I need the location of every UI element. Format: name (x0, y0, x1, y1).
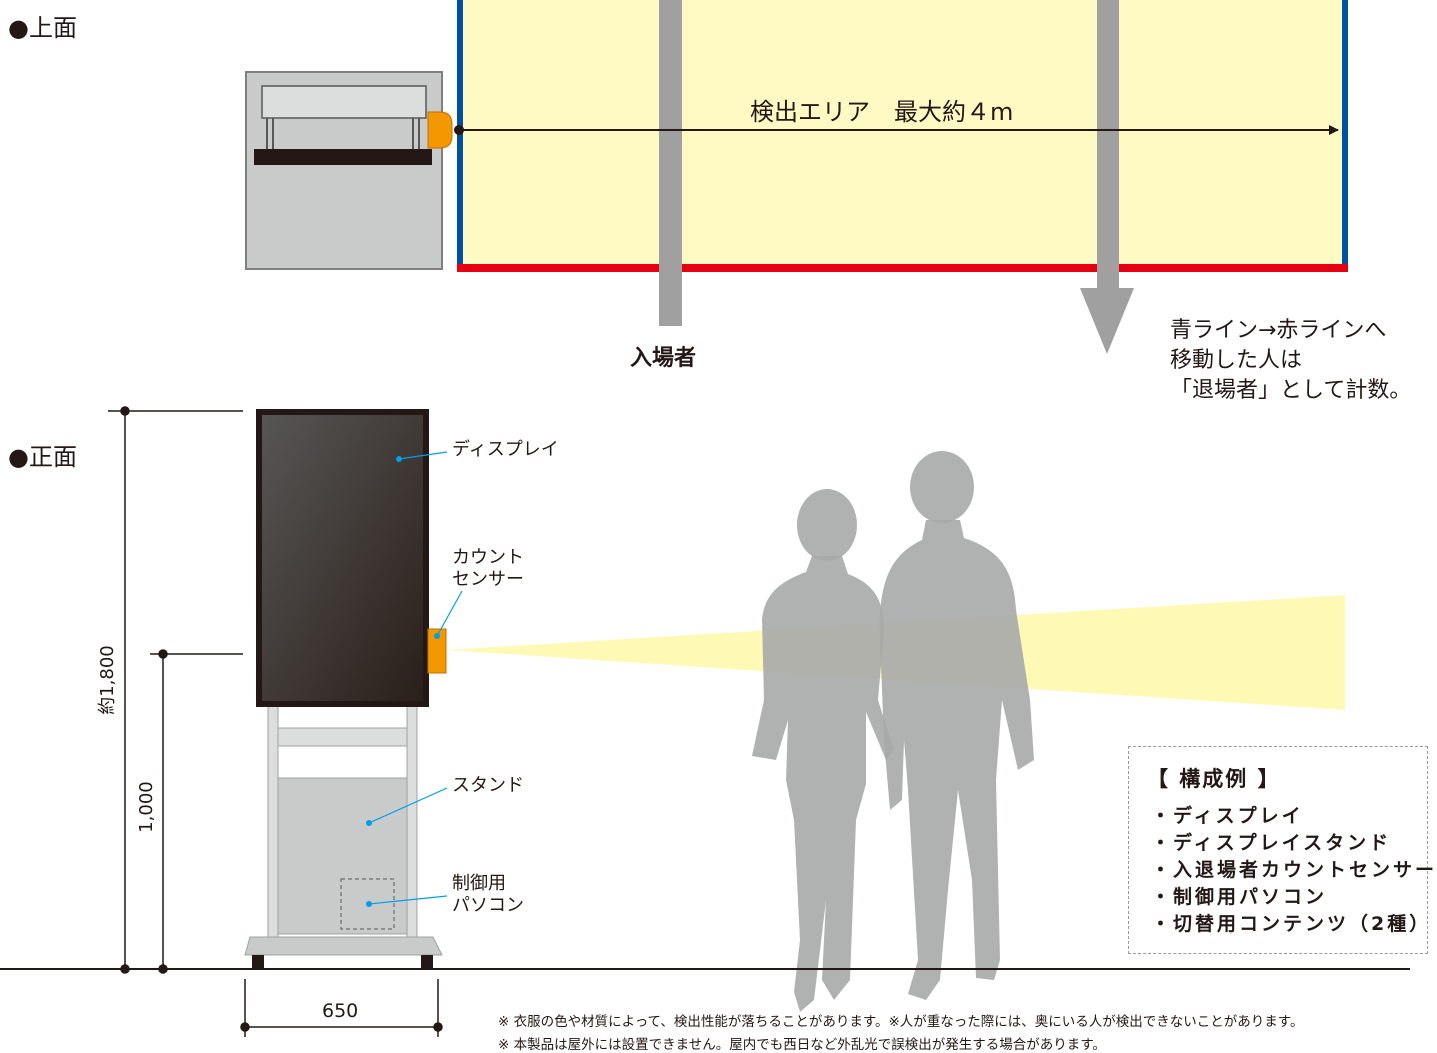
sensor-marker-dot (434, 633, 440, 639)
exit-note: 青ライン→赤ラインへ 移動した人は 「退場者」として計数。 (1170, 316, 1411, 406)
stand-marker-dot (366, 820, 372, 826)
sensor-label-line: センサー (452, 569, 524, 590)
exit-note-line: 「退場者」として計数。 (1170, 378, 1412, 403)
entrant-label: 入場者 (630, 346, 697, 371)
note-line: ※ 本製品は屋外には設置できません。屋内でも西日など外乱光で誤検出が発生する場合… (498, 1037, 1106, 1053)
width-dimension: 650 (322, 1000, 359, 1022)
exit-note-line: 青ライン→赤ラインへ (1170, 318, 1387, 343)
detection-area-label: 検出エリア 最大約４m (750, 98, 1014, 126)
control-pc-outline (340, 878, 395, 930)
config-example-list: ・ディスプレイ ・ディスプレイスタンド ・入退場者カウントセンサー ・制御用パソ… (1151, 803, 1437, 938)
list-item: ・ディスプレイスタンド (1151, 832, 1392, 854)
exit-note-line: 移動した人は (1170, 348, 1303, 373)
sensor-origin-dot (454, 125, 464, 135)
pc-label-line: パソコン (452, 895, 524, 916)
pc-marker-dot (366, 901, 372, 907)
list-item: ・ディスプレイ (1151, 805, 1304, 827)
leader-lines (368, 451, 463, 905)
sensor-label: カウント センサー (452, 547, 524, 591)
detection-area (458, 0, 1346, 268)
top-view-heading: ●上面 (8, 14, 77, 42)
person-man-silhouette (879, 451, 1034, 1000)
exit-arrow-head (1080, 288, 1134, 354)
display-panel (256, 409, 429, 707)
exit-path-bar (1097, 0, 1119, 290)
height-sensor-dimension: 1,000 (136, 781, 157, 833)
count-sensor (427, 628, 447, 674)
config-example-box: 【 構成例 】 ・ディスプレイ ・ディスプレイスタンド ・入退場者カウントセンサ… (1128, 746, 1434, 954)
sensor-top-view (427, 111, 453, 149)
pc-label: 制御用 パソコン (452, 873, 524, 917)
entrant-path-bar (659, 0, 682, 326)
height-total-dimension: 約1,800 (97, 645, 118, 715)
config-example-title: 【 構成例 】 (1147, 767, 1281, 791)
list-item: ・制御用パソコン (1151, 886, 1328, 908)
list-item: ・入退場者カウントセンサー (1151, 859, 1437, 881)
note-line: ※ 衣服の色や材質によって、検出性能が落ちることがあります。※人が重なった際には… (498, 1014, 1304, 1030)
sensor-label-line: カウント (452, 547, 524, 568)
display-stand (244, 699, 443, 969)
front-view-heading: ●正面 (8, 443, 77, 471)
display-marker-dot (396, 456, 402, 462)
person-woman-silhouette (752, 489, 894, 1012)
display-label: ディスプレイ (452, 439, 559, 460)
list-item: ・切替用コンテンツ（2種） (1151, 913, 1432, 935)
stand-top-view (245, 71, 443, 270)
dimension-lines (108, 406, 443, 1037)
stand-label: スタンド (452, 775, 524, 796)
pc-label-line: 制御用 (452, 873, 506, 894)
